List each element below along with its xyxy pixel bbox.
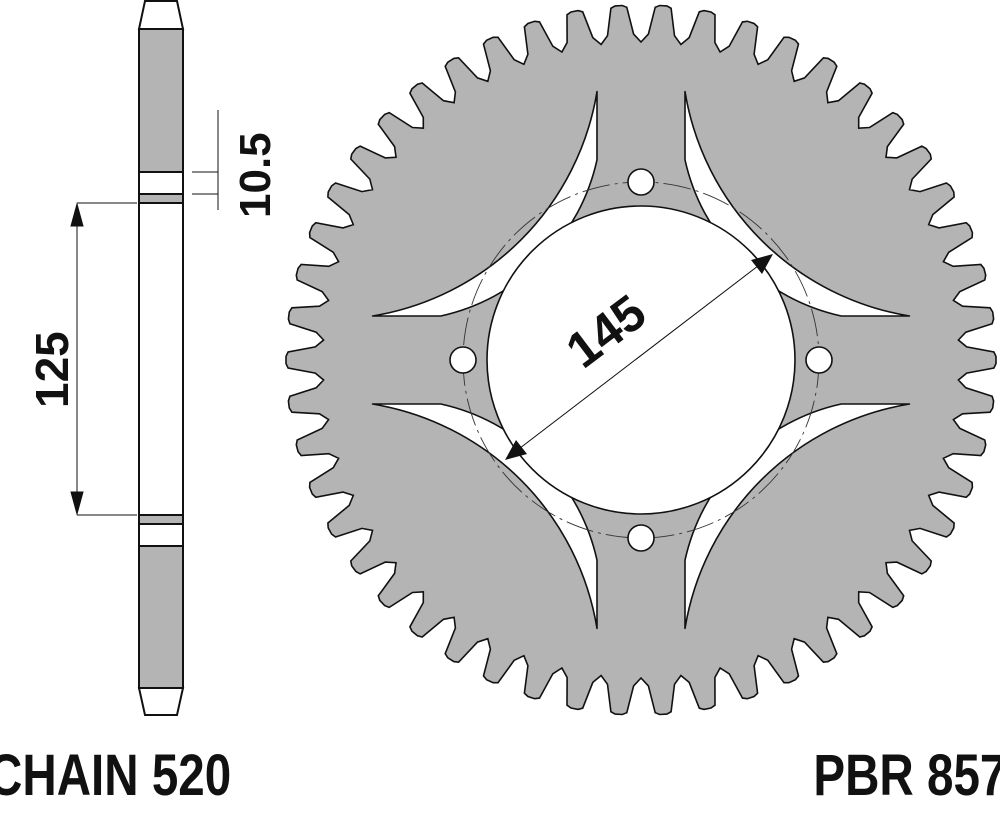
side-bore bbox=[138, 202, 184, 516]
bolt-holes bbox=[449, 168, 833, 552]
side-upper-gap bbox=[138, 171, 184, 195]
side-upper-band bbox=[138, 193, 184, 204]
center-bore bbox=[486, 205, 796, 515]
side-lower-teeth bbox=[138, 545, 184, 689]
side-lower-band bbox=[138, 514, 184, 525]
bolt-hole bbox=[627, 168, 655, 196]
sprocket-front-view: 145 bbox=[285, 4, 997, 716]
dim-10-5-label: 10.5 bbox=[231, 132, 280, 218]
arrow-head-icon bbox=[751, 254, 773, 274]
dim-125-label: 125 bbox=[26, 331, 78, 408]
bolt-hole bbox=[627, 524, 655, 552]
dim-145-line bbox=[506, 255, 772, 459]
bolt-hole bbox=[805, 346, 833, 374]
arrow-head-icon bbox=[70, 491, 84, 516]
side-upper-teeth bbox=[138, 28, 184, 173]
side-top-cap bbox=[137, 0, 185, 30]
chain-size-label: CHAIN 520 bbox=[0, 743, 232, 808]
side-view bbox=[137, 0, 185, 716]
side-lower-gap bbox=[138, 523, 184, 547]
side-bottom-cap bbox=[137, 687, 185, 716]
bolt-hole bbox=[449, 346, 477, 374]
part-number-label: PBR 857 bbox=[813, 743, 1000, 808]
dimension-10-5 bbox=[192, 110, 219, 210]
arrow-head-icon bbox=[70, 202, 84, 227]
arrow-head-icon bbox=[505, 440, 527, 460]
dimension-125 bbox=[70, 202, 137, 516]
